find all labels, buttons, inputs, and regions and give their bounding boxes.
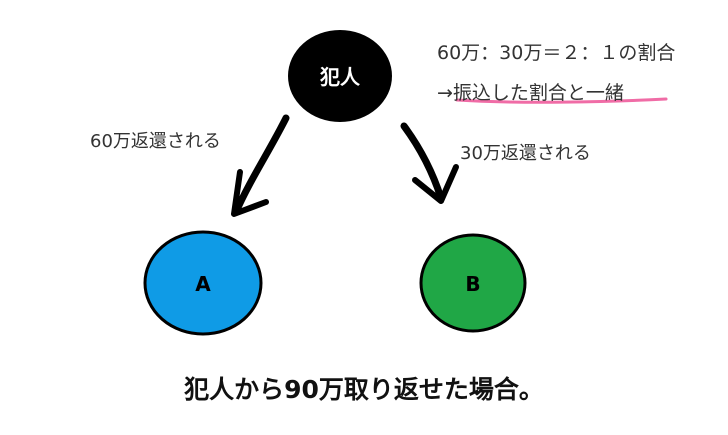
node-b-label: B (465, 272, 480, 296)
diagram-caption: 犯人から90万取り返せた場合。 (184, 375, 544, 404)
arrow-to-a-head (231, 169, 269, 217)
culprit-label: 犯人 (319, 65, 361, 89)
ratio-note: 60万：30万＝２：１の割合 (437, 42, 676, 64)
same-ratio-note: →振込した割合と一緒 (437, 82, 624, 104)
arrow-to-b-shaft (400, 122, 445, 202)
edge-label-to-b: 30万返還される (460, 143, 591, 164)
culprit-circle (288, 30, 392, 122)
node-a: A (143, 230, 263, 336)
arrow-to-b (400, 122, 459, 204)
node-a-label: A (195, 272, 211, 296)
node-b: B (419, 233, 527, 333)
arrow-to-a-shaft (232, 114, 290, 216)
highlight-underline (455, 97, 668, 104)
arrow-to-a (231, 114, 290, 217)
node-a-circle (143, 230, 263, 336)
culprit-node: 犯人 (288, 30, 392, 122)
node-b-circle (419, 233, 527, 333)
arrow-to-b-head (412, 164, 459, 204)
edge-label-to-a: 60万返還される (90, 131, 221, 152)
